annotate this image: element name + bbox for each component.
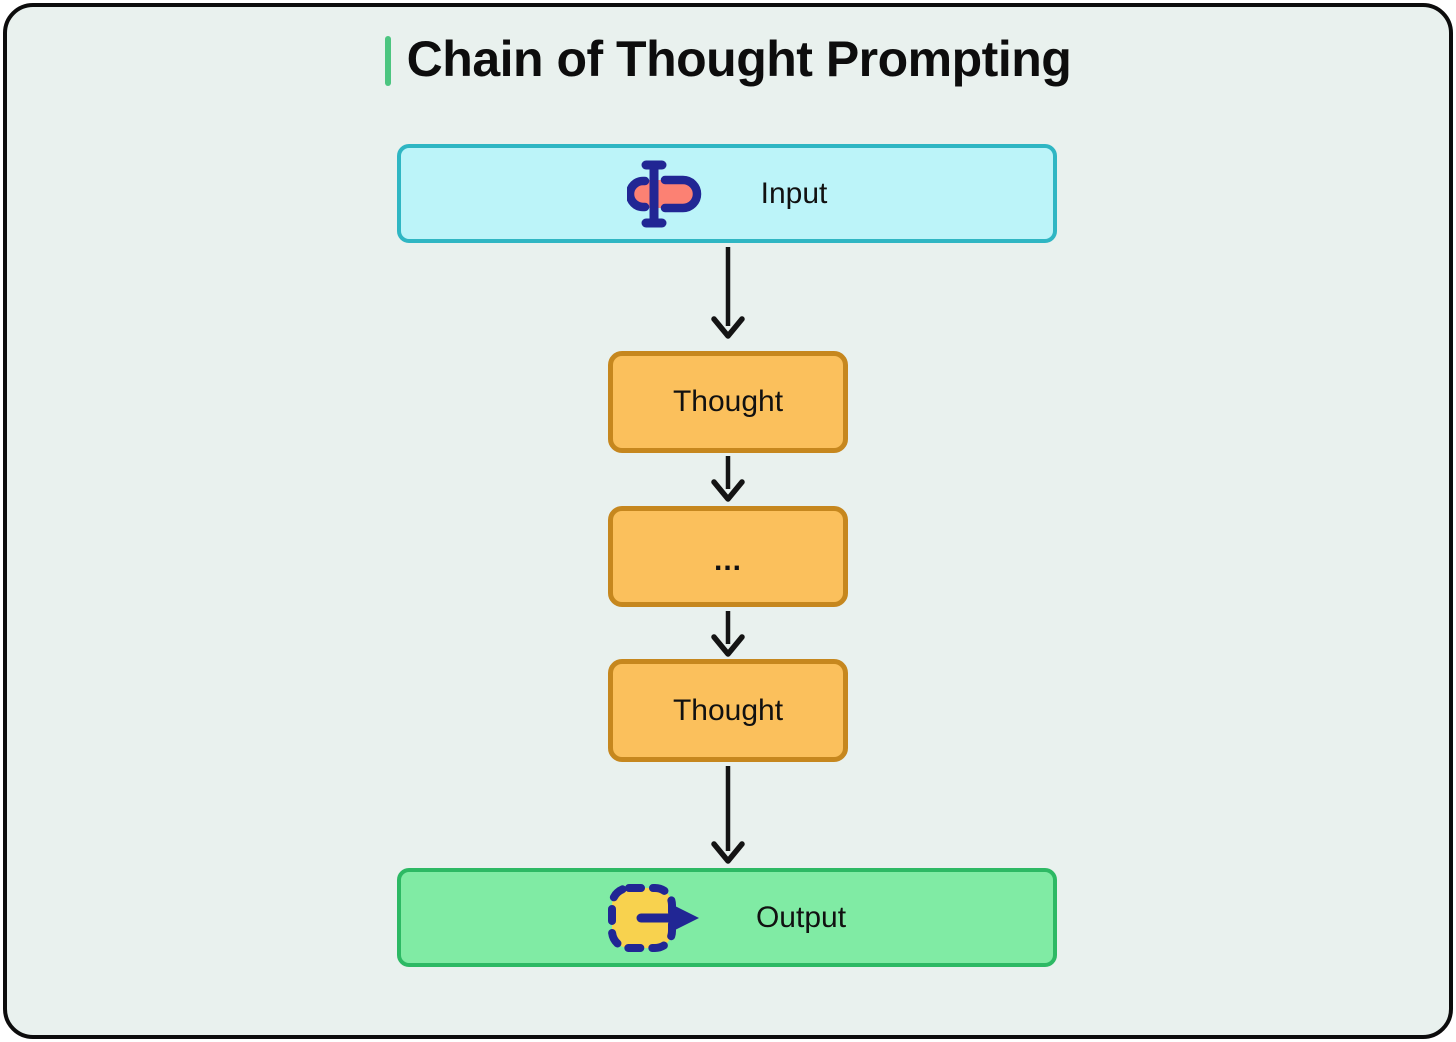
thought-node-label: Thought [672,693,784,727]
output-node-label: Output [755,900,847,934]
text-input-cursor-icon [626,160,701,227]
ellipsis-node-label: ... [713,543,742,577]
down-arrow [711,456,745,502]
thought-node-1: Thought [608,351,848,453]
title-accent-bar [384,36,391,86]
ellipsis-node: ... [608,506,848,607]
input-node: Input [397,144,1057,243]
thought-node-2: Thought [608,659,848,762]
output-node: Output [397,868,1057,967]
down-arrow [711,766,745,864]
down-arrow [711,247,745,339]
export-output-icon [607,883,699,952]
page-title: Chain of Thought Prompting [406,31,1072,87]
down-arrow [711,611,745,657]
title-row: Chain of Thought Prompting [0,34,1456,88]
thought-node-label: Thought [672,385,784,418]
input-node-label: Input [760,176,828,210]
